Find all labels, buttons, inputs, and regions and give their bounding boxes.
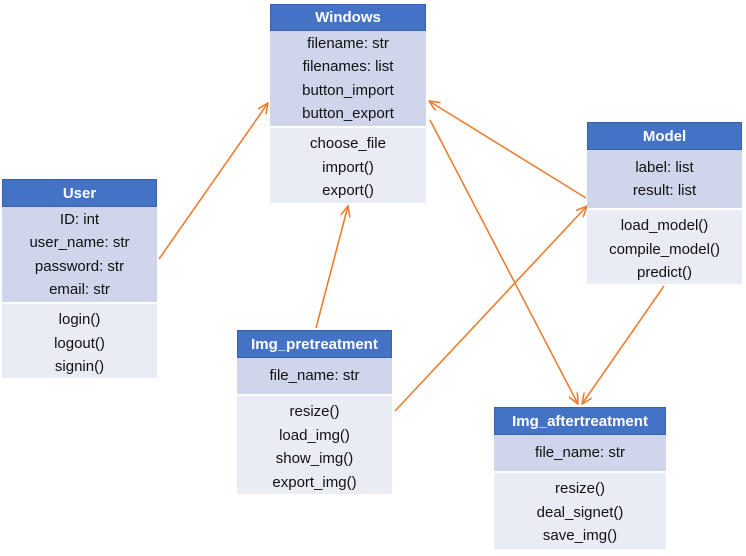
attribute: button_import [302, 81, 394, 99]
method: logout() [54, 334, 105, 352]
arrow-img-pretreatment-to-model [394, 206, 587, 412]
class-attributes: filename: str filenames: list button_imp… [270, 31, 426, 128]
method: load_img() [279, 426, 350, 444]
method: predict() [636, 264, 692, 281]
class-model: Model label: list result: list load_mode… [587, 122, 742, 284]
attribute: file_name: str [534, 444, 626, 462]
arrow-model-to-img-aftertreatment [582, 285, 665, 404]
method: show_img() [275, 450, 354, 467]
class-title: Img_aftertreatment [494, 407, 666, 435]
class-windows: Windows filename: str filenames: list bu… [270, 4, 426, 203]
method: signin() [54, 358, 105, 375]
arrow-model-to-windows [429, 101, 587, 199]
method: compile_model() [609, 240, 720, 258]
class-methods: load_model() compile_model() predict() [587, 210, 742, 284]
attribute: result: list [632, 182, 697, 199]
class-attributes: file_name: str [494, 435, 666, 473]
arrow-img-pretreatment-to-windows [315, 206, 348, 329]
method: choose_file [310, 135, 386, 152]
arrow-windows-to-img-aftertreatment [429, 119, 578, 404]
method: save_img() [542, 527, 618, 544]
class-title: User [2, 179, 157, 207]
method: resize() [289, 403, 340, 420]
arrow-user-to-windows [158, 103, 268, 260]
class-user: User ID: int user_name: str password: st… [2, 179, 157, 378]
attribute: email: str [49, 281, 110, 298]
attribute: label: list [635, 158, 694, 176]
class-methods: choose_file import() export() [270, 128, 426, 203]
attribute: file_name: str [269, 367, 360, 385]
method: resize() [554, 480, 605, 497]
class-methods: login() logout() signin() [2, 304, 157, 378]
attribute: filename: str [307, 34, 389, 52]
class-title: Windows [270, 4, 426, 31]
class-methods: resize() load_img() show_img() export_im… [237, 396, 392, 494]
class-attributes: file_name: str [237, 358, 392, 396]
class-attributes: label: list result: list [587, 150, 742, 210]
class-attributes: ID: int user_name: str password: str ema… [2, 207, 157, 304]
attribute: password: str [34, 257, 125, 275]
attribute: button_export [302, 105, 394, 122]
class-methods: resize() deal_signet() save_img() [494, 473, 666, 549]
attribute: ID: int [59, 210, 100, 228]
class-img-pretreatment: Img_pretreatment file_name: str resize()… [237, 330, 392, 494]
method: login() [58, 311, 101, 328]
method: deal_signet() [536, 503, 624, 521]
class-title: Img_pretreatment [237, 330, 392, 358]
attribute: user_name: str [29, 234, 130, 251]
method: import() [322, 158, 374, 176]
attribute: filenames: list [302, 58, 394, 75]
class-img-aftertreatment: Img_aftertreatment file_name: str resize… [494, 407, 666, 549]
method: export_img() [272, 473, 357, 491]
class-title: Model [587, 122, 742, 150]
method: load_model() [620, 217, 709, 234]
method: export() [322, 182, 374, 199]
